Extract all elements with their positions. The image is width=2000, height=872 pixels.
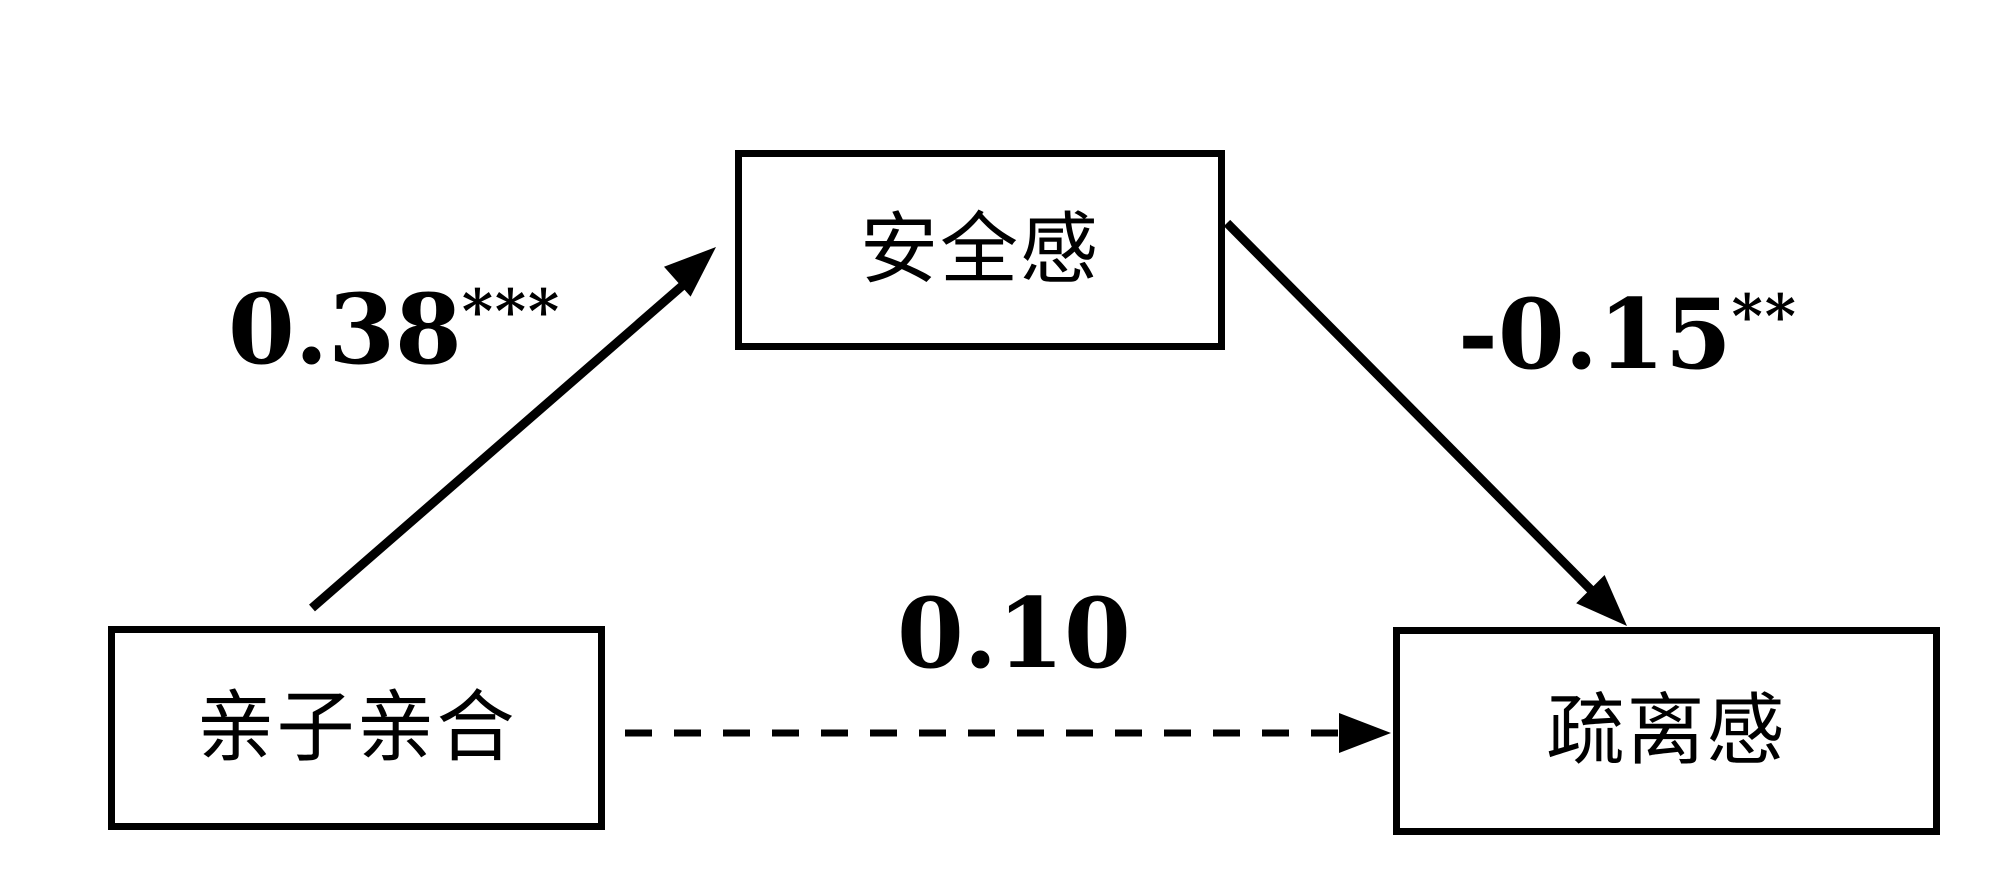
path-a-coefficient-value: 0.38 bbox=[228, 273, 462, 386]
path-c-arrowhead bbox=[1339, 713, 1391, 753]
node-predictor: 亲子亲合 bbox=[108, 626, 605, 830]
path-b-significance-stars: ** bbox=[1731, 282, 1798, 353]
path-a-arrowhead bbox=[664, 247, 716, 297]
node-outcome: 疏离感 bbox=[1393, 627, 1940, 835]
path-a-significance-stars: *** bbox=[461, 277, 562, 348]
path-c-coefficient-label: 0.10 bbox=[897, 586, 1131, 682]
node-mediator: 安全感 bbox=[735, 150, 1225, 350]
path-a-coefficient-label: 0.38*** bbox=[228, 282, 561, 378]
path-c-coefficient-value: 0.10 bbox=[897, 577, 1131, 690]
path-b-coefficient-value: -0.15 bbox=[1458, 278, 1732, 391]
path-b-arrowhead bbox=[1576, 575, 1627, 626]
node-outcome-label: 疏离感 bbox=[1546, 686, 1787, 776]
node-predictor-label: 亲子亲合 bbox=[196, 683, 517, 773]
path-a-arrow-line bbox=[309, 282, 685, 612]
path-b-arrow-line bbox=[1223, 219, 1599, 598]
path-b-coefficient-label: -0.15** bbox=[1458, 287, 1798, 383]
node-mediator-label: 安全感 bbox=[859, 205, 1100, 295]
